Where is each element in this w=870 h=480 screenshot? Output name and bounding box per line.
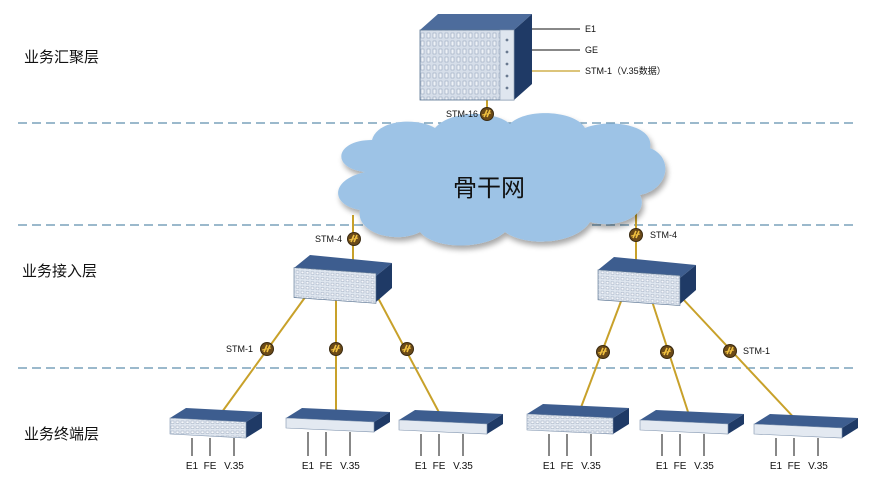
terminal-link [681,297,799,423]
terminal-port-label: V.35 [453,461,473,472]
cloud-label: 骨干网 [453,174,525,202]
terminal-port-label: V.35 [808,461,828,472]
terminal-port-label: E1 [656,461,669,472]
link-badge-icon [346,231,362,247]
core-uplink-label: STM-16 [446,109,478,119]
layer-label-aggregation: 业务汇聚层 [24,48,100,66]
terminal-device [285,408,390,433]
access-link-right-label: STM-4 [650,230,677,240]
terminal-link-right-label: STM-1 [743,346,770,356]
layer-label-access: 业务接入层 [22,262,98,280]
terminal-port-label: V.35 [694,461,714,472]
link-badge-icon [595,344,611,360]
terminal-port-label: E1 [770,461,783,472]
terminal-device [398,410,503,435]
terminal-port-label: E1 [543,461,556,472]
core-port-stm1: STM-1（V.35数据） [585,65,666,76]
terminal-link [376,295,443,419]
core-port-e1: E1 [585,24,596,34]
link-badge-icon [628,227,644,243]
terminal-port-label: FE [674,461,687,472]
terminal-link-left-label: STM-1 [226,344,253,354]
terminal-device [639,410,744,435]
link-badge-icon [328,341,344,357]
access-switch-right [597,257,696,306]
terminal-port-label: V.35 [224,461,244,472]
link-badge-icon [722,343,738,359]
terminal-port-label: E1 [186,461,199,472]
terminal-device [526,404,629,435]
terminal-port-label: E1 [302,461,315,472]
terminal-port-label: E1 [415,461,428,472]
terminal-port-label: FE [788,461,801,472]
layer-label-terminal: 业务终端层 [24,425,100,443]
terminal-port-label: FE [320,461,333,472]
terminal-port-label: V.35 [581,461,601,472]
core-chassis-device [419,14,532,101]
access-switch-left [293,255,392,304]
terminal-device [753,414,858,439]
link-badge-icon [399,341,415,357]
backbone-cloud [338,113,666,246]
terminal-port-label: FE [433,461,446,472]
link-badge-icon [259,341,275,357]
terminal-port-label: V.35 [340,461,360,472]
core-port-ge: GE [585,45,598,55]
terminal-port-label: FE [561,461,574,472]
terminal-device [169,408,262,439]
link-badge-icon [659,344,675,360]
link-badge-icon [479,106,495,122]
access-link-left-label: STM-4 [315,234,342,244]
terminal-port-label: FE [204,461,217,472]
